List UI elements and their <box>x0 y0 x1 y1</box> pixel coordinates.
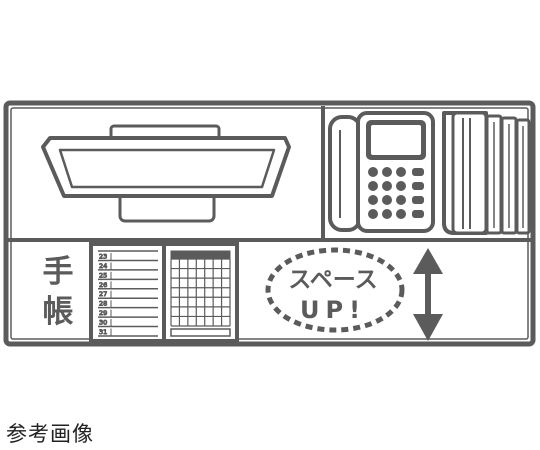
keypad <box>368 167 424 219</box>
notebook-row-number: 23 <box>99 252 107 260</box>
label-char-2: 帳 <box>43 294 74 330</box>
notebook-row-number: 24 <box>99 262 107 270</box>
calendar-footer <box>170 328 231 337</box>
double-arrow-icon <box>413 248 443 341</box>
label-char-1: 手 <box>43 254 74 290</box>
notebook-row-number: 29 <box>99 309 107 317</box>
caption: 参考画像 <box>6 422 94 446</box>
desk-phone-icon <box>328 111 435 233</box>
calendar-header <box>170 250 231 260</box>
notebook-row-number: 26 <box>99 281 107 289</box>
bubble-line-1: スペース <box>288 267 377 293</box>
notebook-row-number: 31 <box>99 328 107 336</box>
binders-icon <box>442 111 531 235</box>
notebook-row-number: 27 <box>99 290 107 298</box>
bubble-line-2: UP! <box>300 296 366 324</box>
space-up-bubble: スペース UP! <box>265 247 405 333</box>
monitor-icon <box>41 124 291 223</box>
notebook-row-number: 28 <box>99 300 107 308</box>
notebook-right-page <box>170 250 231 337</box>
notebook-row-number: 25 <box>99 271 107 279</box>
notebook-row-number: 30 <box>99 319 107 327</box>
